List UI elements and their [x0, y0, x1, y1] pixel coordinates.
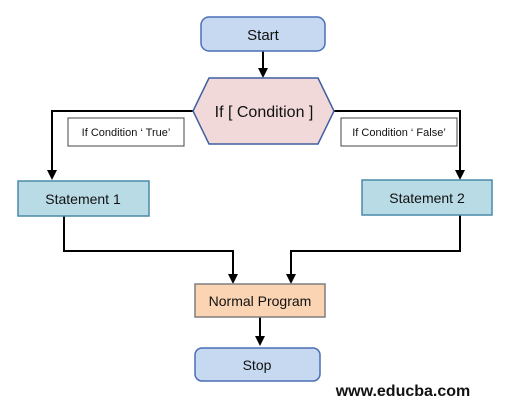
statement-2-node: Statement 2: [361, 179, 493, 216]
normal-program-shape: [194, 283, 326, 318]
start-label: Start: [247, 27, 280, 44]
statement-2-shape: [361, 179, 493, 216]
false-branch-label-box: If Condition ‘ False’: [340, 117, 458, 147]
arrow-statement-1-to-normal-program: [63, 216, 238, 284]
normal-program-node: Normal Program: [194, 283, 326, 318]
start-node: Start: [200, 16, 326, 52]
stop-node: Stop: [194, 347, 321, 382]
statement-1-label: Statement 1: [45, 191, 121, 207]
condition-node: If [ Condition ]: [192, 77, 335, 145]
condition-label: If [ Condition ]: [215, 104, 314, 121]
true-branch-label: If Condition ‘ True’: [82, 127, 171, 139]
start-shape: [200, 16, 326, 52]
condition-shape: [192, 77, 335, 145]
arrow-statement-2-to-normal-program: [286, 215, 461, 284]
false-branch-label: If Condition ‘ False’: [352, 127, 446, 139]
statement-1-node: Statement 1: [17, 180, 150, 217]
statement-2-label: Statement 2: [389, 190, 465, 206]
arrow-condition-to-statement-2: [332, 110, 465, 180]
website-watermark: www.educba.com: [335, 383, 471, 400]
connectors: [47, 51, 465, 346]
arrow-condition-to-statement-1: [47, 110, 197, 180]
true-branch-label-box: If Condition ‘ True’: [67, 117, 185, 147]
statement-1-shape: [17, 180, 150, 217]
stop-shape: [194, 347, 321, 382]
normal-program-label: Normal Program: [209, 293, 312, 309]
stop-label: Stop: [243, 357, 272, 373]
